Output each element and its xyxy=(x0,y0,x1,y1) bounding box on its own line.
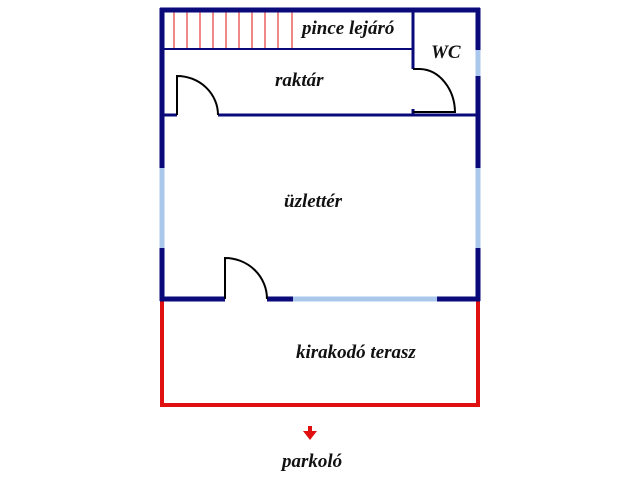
windows xyxy=(159,50,481,302)
door-wc xyxy=(413,68,457,113)
arrow-down-icon xyxy=(303,426,317,440)
label-wc: WC xyxy=(431,42,461,63)
label-storage: raktár xyxy=(275,70,324,91)
stairs xyxy=(173,12,293,48)
doors xyxy=(176,68,457,300)
label-terrace: kirakodó terasz xyxy=(296,342,416,363)
terrace-outline xyxy=(160,299,480,407)
label-shop: üzlettér xyxy=(284,191,343,212)
door-storage xyxy=(176,74,219,116)
label-stairs: pince lejáró xyxy=(300,18,394,39)
door-entrance xyxy=(224,256,268,300)
label-parking: parkoló xyxy=(280,451,342,472)
walls xyxy=(159,7,481,302)
